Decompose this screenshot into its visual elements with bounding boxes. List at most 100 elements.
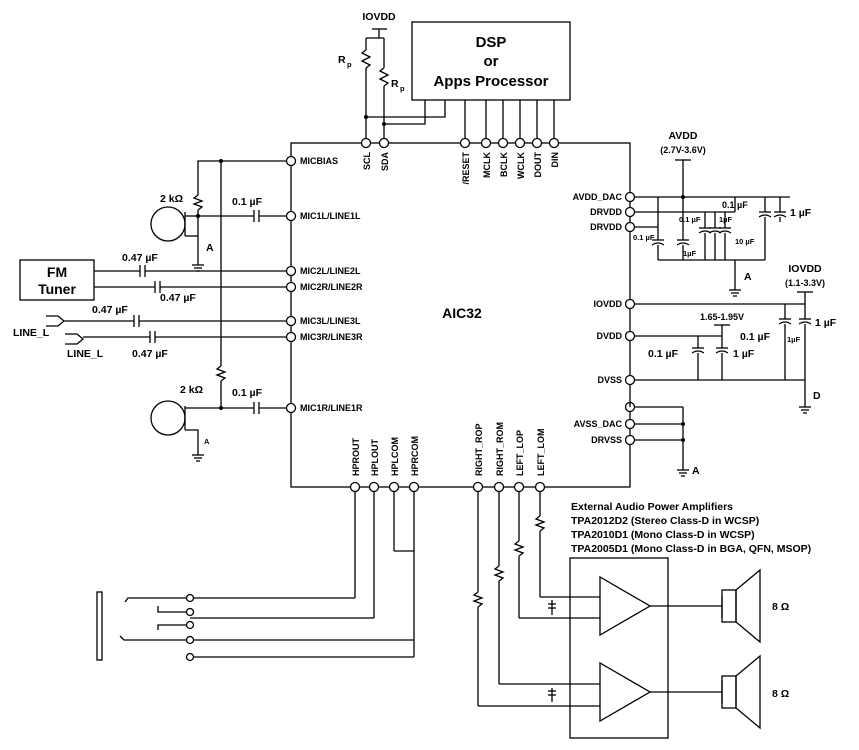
pin-reset: /RESET xyxy=(461,152,471,185)
rp-left-sub: p xyxy=(347,60,352,69)
avdd-c1-label: 0.1 µF xyxy=(633,233,655,242)
pin-micbias: MICBIAS xyxy=(300,156,338,166)
pin-right-rom: RIGHT_ROM xyxy=(495,422,505,476)
pin-avss-dac: AVSS_DAC xyxy=(574,419,623,429)
pin-hprcom: HPRCOM xyxy=(410,436,420,476)
tuner-label: Tuner xyxy=(38,281,76,297)
fm-tuner: FM Tuner 0.47 µF 0.47 µF xyxy=(19,252,286,304)
pin-din: DIN xyxy=(550,152,560,168)
codec-left-pins: MICBIAS MIC1L/LINE1L MIC2L/LINE2L MIC2R/… xyxy=(285,155,363,414)
pin-sda: SDA xyxy=(380,152,390,172)
iovdd-right-range: (1.1-3.3V) xyxy=(785,278,825,288)
speaker-top-label: 8 Ω xyxy=(772,601,789,613)
codec-right-pins: AVDD_DAC DRVDD DRVDD IOVDD DVDD DVSS AVS… xyxy=(573,191,636,446)
pin-scl: SCL xyxy=(362,151,372,170)
line-l-bot-label: LINE_L xyxy=(67,348,104,360)
pin-mic3l: MIC3L/LINE3L xyxy=(300,316,361,326)
ground-a4: A xyxy=(692,465,700,477)
r2k-bot-label: 2 kΩ xyxy=(180,384,203,396)
pin-drvdd-1: DRVDD xyxy=(590,207,622,217)
amp-line2: TPA2010D1 (Mono Class-D in WCSP) xyxy=(571,529,755,541)
pin-mic3r: MIC3R/LINE3R xyxy=(300,332,363,342)
pin-bclk: BCLK xyxy=(499,152,509,177)
ground-a1: A xyxy=(206,242,214,254)
avdd-c2-label: 1 µF xyxy=(790,207,812,219)
dvdd-decoupling: 1.65-1.95V 0.1 µF 1 µF xyxy=(635,312,805,381)
iovdd-right-label: IOVDD xyxy=(788,263,822,275)
amp-line3: TPA2005D1 (Mono Class-D in BGA, QFN, MSO… xyxy=(571,543,811,555)
iovdd-c2-label: 1 µF xyxy=(815,317,837,329)
iovdd-c3-label: 1µF xyxy=(787,335,800,344)
iovdd-top-label: IOVDD xyxy=(362,11,396,23)
amp-title: External Audio Power Amplifiers xyxy=(571,501,733,513)
microphone-bottom-icon xyxy=(150,400,186,436)
pin-mclk: MCLK xyxy=(482,152,492,178)
pin-dvdd: DVDD xyxy=(596,331,622,341)
pin-right-rop: RIGHT_ROP xyxy=(474,423,484,476)
codec-name: AIC32 xyxy=(442,305,482,321)
avdd-range: (2.7V-3.6V) xyxy=(660,145,706,155)
avdd-c9-label: 10 µF xyxy=(735,237,755,246)
pin-iovdd: IOVDD xyxy=(593,299,622,309)
speaker-bottom-label: 8 Ω xyxy=(772,688,789,700)
rp-right-sub: p xyxy=(400,84,405,93)
ground-a2: A xyxy=(204,437,210,446)
pin-mic1l: MIC1L/LINE1L xyxy=(300,211,361,221)
avdd-c5-label: 0.1 µF xyxy=(679,215,701,224)
micbias-network: 2 kΩ 0.1 µF A 2 kΩ 0.1 µF A xyxy=(150,159,286,462)
fm-label: FM xyxy=(47,264,67,280)
cap-mic1r-label: 0.1 µF xyxy=(232,387,263,399)
amp-line1: TPA2012D2 (Stereo Class-D in WCSP) xyxy=(571,515,759,527)
speaker-bottom-icon xyxy=(721,654,761,730)
pin-avdd-dac: AVDD_DAC xyxy=(573,192,623,202)
rp-right-label: R xyxy=(391,78,399,90)
dvdd-range: 1.65-1.95V xyxy=(700,312,744,322)
avdd-c6-label: 1µF xyxy=(719,215,732,224)
ground-d: D xyxy=(813,390,821,402)
pin-drvdd-2: DRVDD xyxy=(590,222,622,232)
microphone-top-icon xyxy=(150,206,186,242)
amplifier-block xyxy=(569,557,723,739)
pin-mic2l: MIC2L/LINE2L xyxy=(300,266,361,276)
pin-wclk: WCLK xyxy=(516,152,526,179)
codec-bottom-pins: HPROUT HPLOUT HPLCOM HPRCOM RIGHT_ROP RI… xyxy=(349,422,546,493)
cap-mic3r-label: 0.47 µF xyxy=(132,348,168,360)
ground-a3: A xyxy=(744,271,752,283)
r2k-top-label: 2 kΩ xyxy=(160,193,183,205)
dsp-or: or xyxy=(484,53,499,70)
iovdd-decoupling: IOVDD (1.1-3.3V) 0.1 µF 1µF 1 µF D xyxy=(635,263,837,414)
headphone-jack xyxy=(96,492,415,662)
pin-left-lom: LEFT_LOM xyxy=(536,429,546,477)
line-l-top-label: LINE_L xyxy=(13,327,50,339)
speaker-top-icon xyxy=(721,568,761,644)
dvdd-c1-label: 0.1 µF xyxy=(648,348,679,360)
dvdd-c2-label: 1 µF xyxy=(733,348,755,360)
pin-mic2r: MIC2R/LINE2R xyxy=(300,282,363,292)
pin-mic1r: MIC1R/LINE1R xyxy=(300,403,363,413)
analog-ground: A xyxy=(629,402,700,477)
cap-mic2l-label: 0.47 µF xyxy=(122,252,158,264)
amplifier-inputs xyxy=(472,492,600,707)
dsp-subtitle: Apps Processor xyxy=(433,73,548,90)
avdd-decoupling: AVDD (2.7V-3.6V) 0.1 µF 1µF 0.1 µF xyxy=(633,130,812,297)
rp-left-label: R xyxy=(338,54,346,66)
iovdd-c1-label: 0.1 µF xyxy=(740,331,771,343)
line-inputs: LINE_L 0.47 µF LINE_L 0.47 µF xyxy=(13,304,286,360)
cap-mic1l-label: 0.1 µF xyxy=(232,196,263,208)
pin-hplout: HPLOUT xyxy=(370,439,380,477)
pin-hprout: HPROUT xyxy=(351,437,361,476)
avdd-c3-label: 0.1 µF xyxy=(722,200,748,210)
pin-dvss: DVSS xyxy=(597,375,622,385)
dsp-title: DSP xyxy=(476,34,507,51)
cap-mic3l-label: 0.47 µF xyxy=(92,304,128,316)
pin-hplcom: HPLCOM xyxy=(390,437,400,476)
dsp-block: DSP or Apps Processor xyxy=(411,21,571,101)
pin-dout: DOUT xyxy=(533,152,543,178)
amplifier-notes: External Audio Power Amplifiers TPA2012D… xyxy=(571,501,811,555)
pin-left-lop: LEFT_LOP xyxy=(515,430,525,476)
avdd-c4-label: 1µF xyxy=(683,249,696,258)
codec-top-pins: SCL SDA /RESET MCLK BCLK WCLK DOUT DIN xyxy=(360,137,560,185)
i2c-pullups: IOVDD R p R p xyxy=(338,11,446,143)
pin-drvss: DRVSS xyxy=(591,435,622,445)
